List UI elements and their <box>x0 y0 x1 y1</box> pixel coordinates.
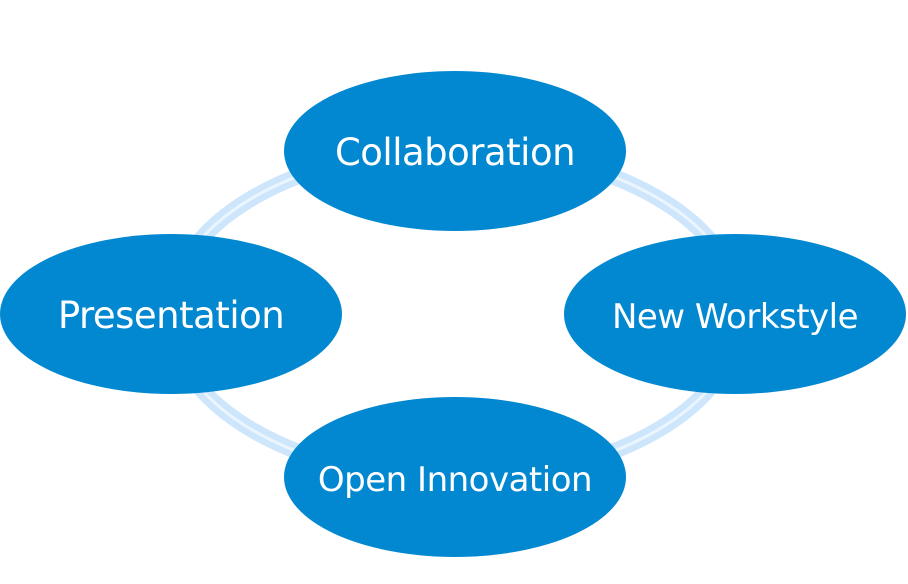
node-new-workstyle[interactable]: New Workstyle <box>564 234 906 394</box>
node-new-workstyle-shape[interactable] <box>564 234 906 394</box>
node-open-innovation[interactable]: Open Innovation <box>284 397 626 557</box>
node-presentation[interactable]: Presentation <box>0 234 342 394</box>
node-open-innovation-shape[interactable] <box>284 397 626 557</box>
node-collaboration[interactable]: Collaboration <box>284 71 626 231</box>
node-collaboration-shape[interactable] <box>284 71 626 231</box>
node-presentation-shape[interactable] <box>0 234 342 394</box>
node-open-innovation-label: Open Innovation <box>318 460 592 500</box>
node-new-workstyle-label: New Workstyle <box>612 297 858 337</box>
node-collaboration-label: Collaboration <box>335 131 575 174</box>
node-presentation-label: Presentation <box>58 294 284 337</box>
